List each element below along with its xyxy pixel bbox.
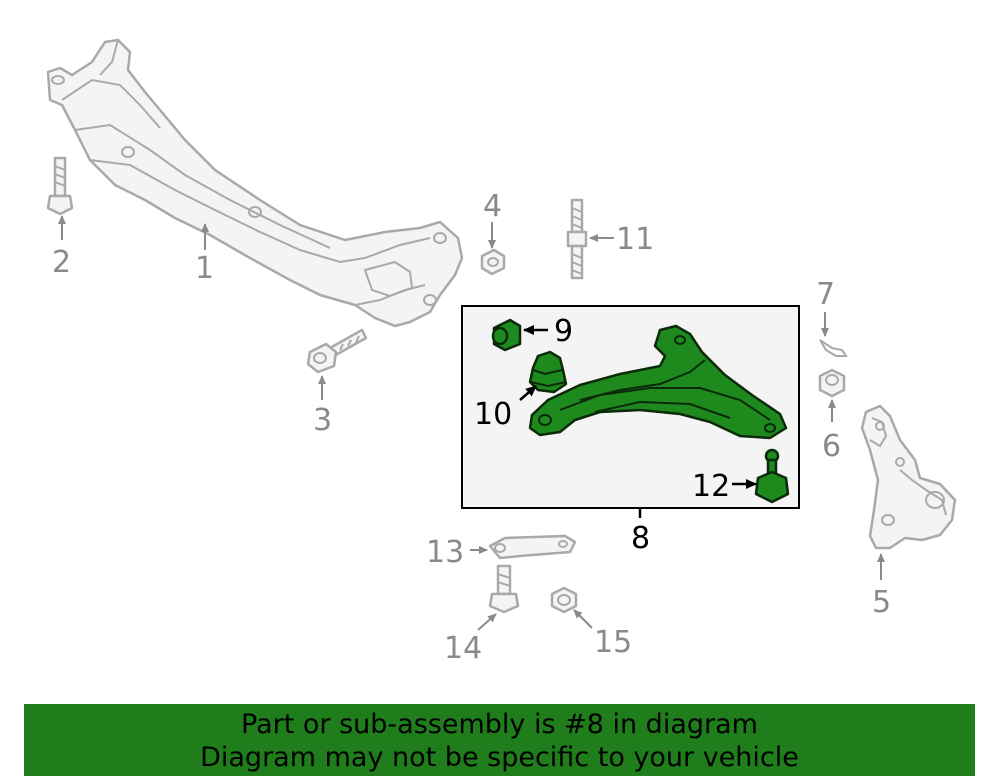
steering-knuckle-part-5[interactable]: [860, 404, 957, 550]
callout-9: 9: [554, 314, 573, 349]
callout-12: 12: [692, 469, 730, 504]
nut-part-6[interactable]: [818, 368, 846, 398]
bolt-part-14[interactable]: [488, 564, 520, 614]
callout-arrows: [58, 215, 885, 631]
banner-line-1: Part or sub-assembly is #8 in diagram: [241, 709, 758, 740]
callout-11: 11: [616, 222, 654, 257]
callout-3: 3: [313, 403, 332, 438]
bushing-part-9[interactable]: [491, 318, 522, 352]
stud-part-11[interactable]: [566, 198, 588, 280]
callout-1: 1: [195, 251, 214, 286]
clip-part-7[interactable]: [819, 339, 848, 357]
callout-7: 7: [816, 277, 835, 312]
banner-line-2: Diagram may not be specific to your vehi…: [200, 742, 799, 773]
crossmember-part[interactable]: [46, 38, 464, 328]
lower-control-arm[interactable]: [528, 324, 788, 440]
callout-4: 4: [483, 189, 502, 224]
nut-part-15[interactable]: [550, 586, 578, 614]
callout-15: 15: [594, 625, 632, 660]
callout-6: 6: [822, 429, 841, 464]
ball-joint-part-12[interactable]: [754, 448, 790, 504]
nut-part-4[interactable]: [480, 248, 506, 276]
callout-14: 14: [444, 631, 482, 666]
callout-8: 8: [631, 521, 650, 556]
bracket-part-13[interactable]: [488, 534, 577, 560]
callout-5: 5: [872, 585, 891, 620]
callout-10: 10: [474, 397, 512, 432]
callout-13: 13: [426, 535, 464, 570]
info-banner: Part or sub-assembly is #8 in diagram Di…: [24, 704, 975, 776]
bolt-part-3[interactable]: [306, 328, 368, 374]
callout-2: 2: [52, 245, 71, 280]
bolt-part-2[interactable]: [46, 156, 74, 216]
